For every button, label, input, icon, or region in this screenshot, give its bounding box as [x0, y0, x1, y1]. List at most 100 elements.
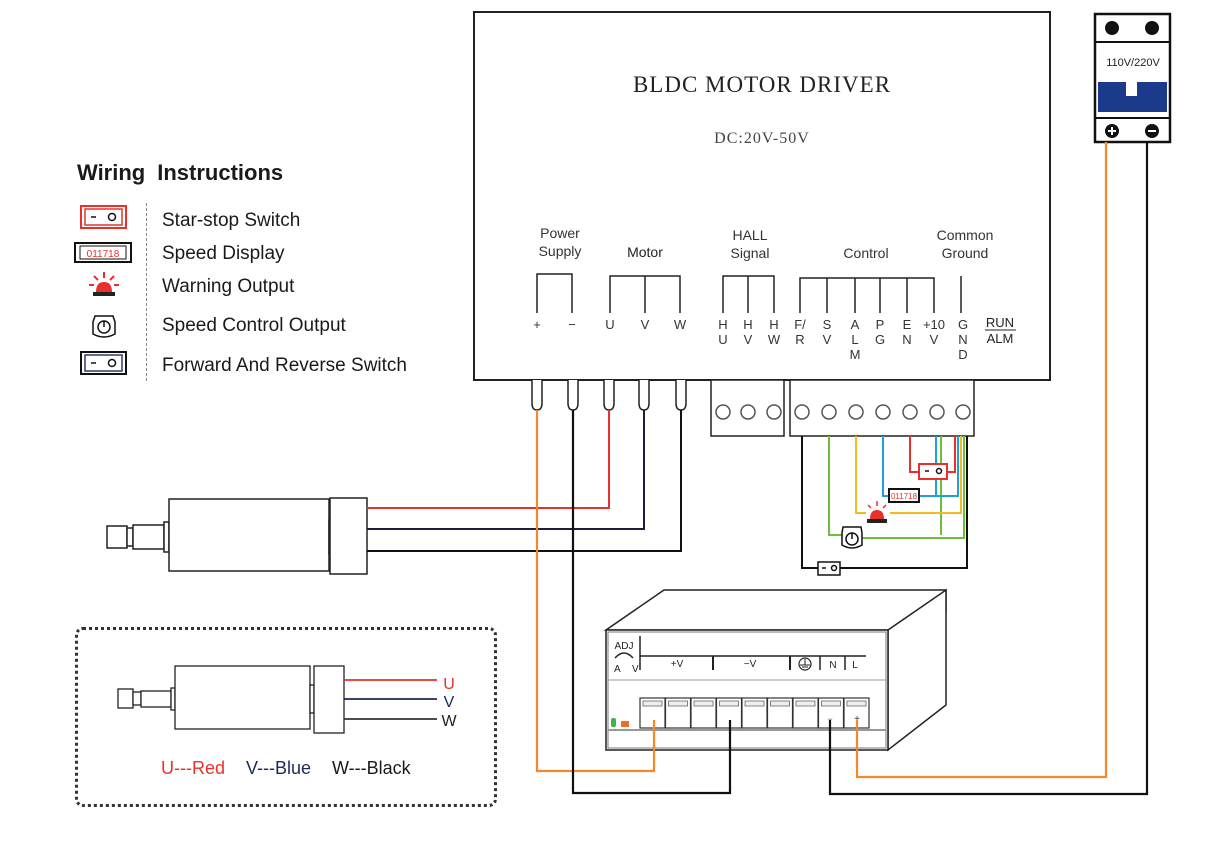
group-label-hall-2: Signal	[731, 245, 770, 261]
speed-display-value: 011718	[87, 249, 120, 260]
legend-title-word1: Wiring	[77, 160, 146, 185]
hall-terminal-block	[710, 379, 785, 437]
wire-breaker-minus	[828, 142, 1149, 796]
group-label-control: Control	[843, 245, 888, 261]
speed-display: 011718	[888, 488, 920, 503]
color-key-v: V---Blue	[246, 758, 312, 778]
psu-label-n: N	[829, 660, 836, 671]
psu-terminal-screw	[719, 700, 739, 707]
psu-terminal-screw	[795, 700, 816, 707]
motor-legend-label-v: V	[444, 694, 455, 711]
pin-motor-u: U	[605, 317, 614, 332]
group-label-power-2: Supply	[539, 243, 582, 259]
wire-sv-knob-left	[828, 436, 842, 536]
start-stop-switch-icon	[80, 205, 127, 229]
status-alm: ALM	[987, 331, 1014, 346]
psu-adj-label: ADJ	[615, 641, 634, 652]
speed-knob-icon	[92, 315, 116, 338]
wire-pg-left	[882, 436, 890, 497]
psu-terminal-screw	[642, 700, 663, 707]
legend-item-direction-switch: Forward And Reverse Switch	[162, 355, 407, 376]
wire-psu-minus-to-driver	[571, 410, 732, 795]
legend-item-warning: Warning Output	[162, 276, 295, 297]
wire-alm-left	[855, 436, 866, 514]
wire-fr-direction	[801, 436, 820, 569]
psu-terminal-plus: +	[854, 714, 860, 725]
warning-light	[867, 501, 887, 523]
psu-label-minus-v: −V	[744, 659, 757, 670]
earth-ground-icon	[798, 657, 812, 671]
wire-breaker-plus	[855, 142, 1108, 779]
motor-legend-wires	[344, 679, 437, 720]
wire-pg-right	[918, 436, 959, 497]
psu-terminal-screw	[821, 700, 841, 707]
psu-label-plus-v: +V	[671, 659, 684, 670]
speed-display-readout: 011718	[891, 492, 918, 501]
wire-alm-right	[890, 436, 962, 514]
group-label-hall-1: HALL	[732, 227, 767, 243]
psu-terminal-screw	[744, 700, 765, 707]
forward-reverse-switch[interactable]	[817, 561, 841, 576]
legend-item-speed-display: Speed Display	[162, 243, 285, 264]
warning-light-icon	[89, 272, 119, 296]
motor-legend-label-w: W	[441, 713, 457, 730]
circuit-breaker[interactable]: 110V/220V	[1093, 12, 1172, 144]
psu-terminal-screw	[668, 700, 688, 707]
motor-wires	[367, 410, 682, 552]
bldc-motor-driver: BLDC MOTOR DRIVER DC:20V-50V Power Suppl…	[473, 11, 1051, 381]
driver-title: BLDC MOTOR DRIVER	[633, 72, 891, 97]
switching-power-supply: ADJ A V +V −V N L − +	[603, 588, 947, 752]
group-label-power-1: Power	[540, 225, 580, 241]
psu-terminal-minus: −	[827, 714, 832, 724]
psu-terminal-screw	[693, 700, 714, 707]
motor-power-lugs	[531, 380, 687, 411]
breaker-toggle[interactable]	[1098, 82, 1167, 112]
motor-wiring-legend-box	[75, 627, 497, 807]
psu-adj-v: V	[632, 664, 639, 675]
speed-control-knob[interactable]	[841, 526, 863, 549]
wire-motor-u	[367, 410, 610, 509]
control-wires	[801, 436, 968, 569]
control-terminal-block	[789, 379, 975, 437]
wire-en-left	[909, 436, 920, 473]
pin-power-plus: +	[533, 317, 541, 332]
legend-item-start-stop: Star-stop Switch	[162, 210, 301, 231]
power-wires	[535, 142, 1149, 796]
pin-motor-v: V	[641, 317, 650, 332]
psu-terminal-screw	[770, 700, 790, 707]
legend-divider	[146, 203, 147, 381]
motor-legend-drawing	[117, 665, 345, 734]
start-stop-switch[interactable]	[918, 463, 948, 480]
legend-item-speed-control: Speed Control Output	[162, 315, 346, 336]
pin-motor-w: W	[674, 317, 687, 332]
wire-en-right	[946, 436, 956, 473]
pin-fr: F/R	[794, 317, 806, 347]
group-label-ground-1: Common	[937, 227, 994, 243]
direction-switch-icon	[80, 351, 127, 375]
driver-voltage: DC:20V-50V	[714, 130, 810, 147]
wire-gnd-direction	[836, 436, 968, 569]
status-run: RUN	[986, 315, 1014, 330]
psu-terminal-strip	[639, 697, 870, 729]
wire-psu-plus-to-driver	[535, 410, 656, 773]
wire-motor-v	[367, 410, 645, 530]
psu-terminal-screw	[846, 700, 867, 707]
group-label-ground-2: Ground	[942, 245, 989, 261]
wire-sv-knob-right	[862, 436, 965, 539]
psu-power-led	[611, 718, 616, 727]
breaker-rating: 110V/220V	[1106, 57, 1160, 69]
pin-power-minus: −	[568, 317, 576, 332]
wire-motor-w	[367, 410, 682, 552]
color-key-w: W---Black	[332, 758, 411, 778]
